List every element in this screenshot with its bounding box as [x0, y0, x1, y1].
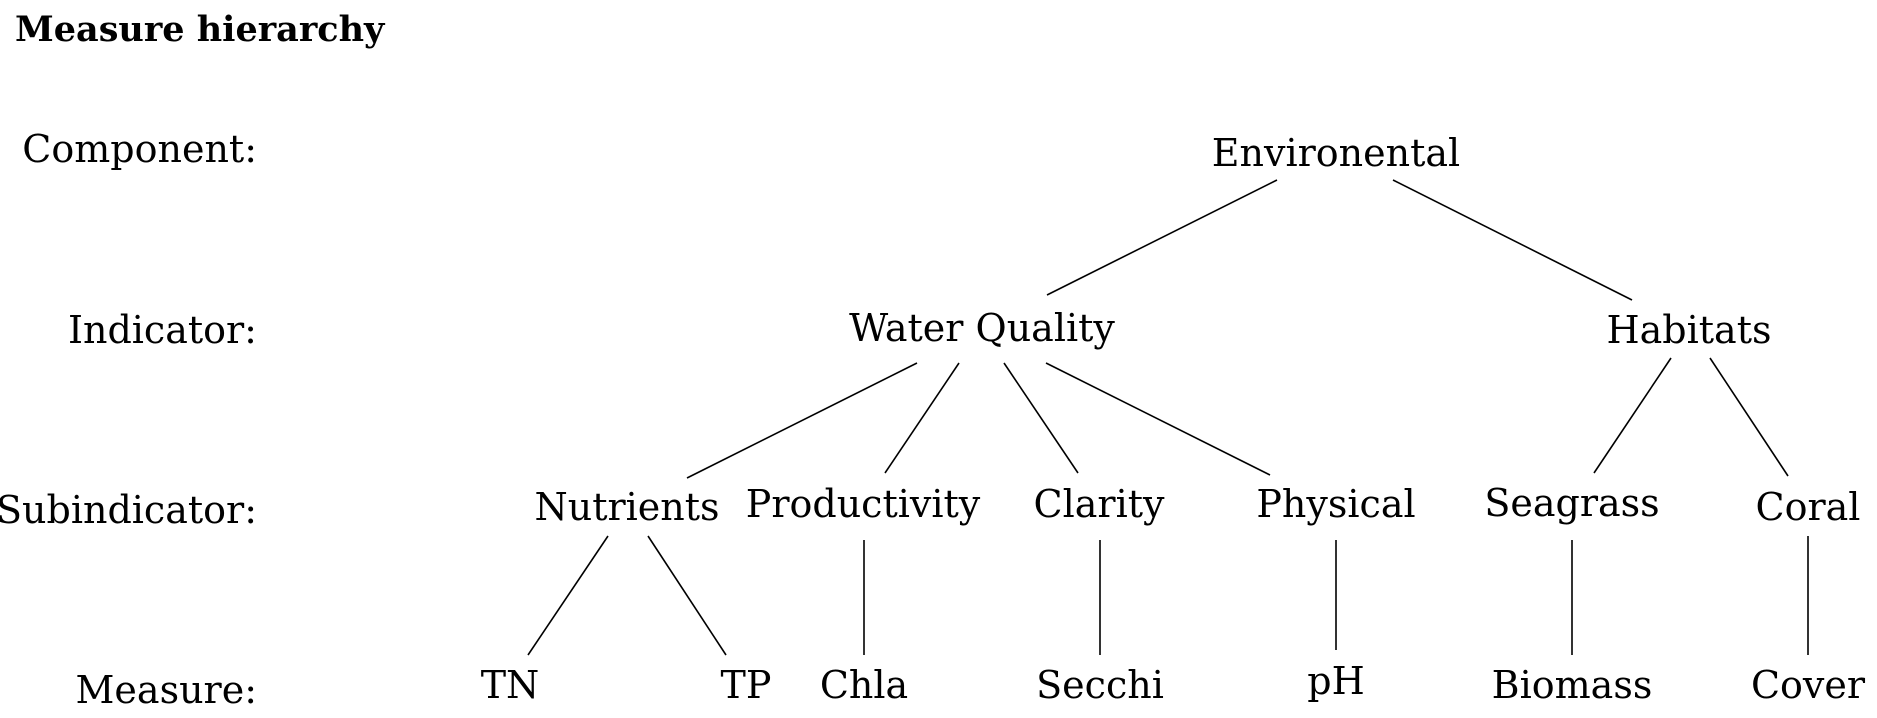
- node-tn: TN: [480, 663, 540, 707]
- edge-water-quality-physical: [1045, 362, 1271, 476]
- page-title: Measure hierarchy: [15, 9, 385, 50]
- node-secchi: Secchi: [1036, 663, 1164, 707]
- node-environental: Environental: [1211, 131, 1461, 175]
- node-coral: Coral: [1755, 485, 1861, 529]
- edge-water-quality-productivity: [884, 362, 960, 474]
- node-cover: Cover: [1750, 663, 1866, 707]
- node-chla: Chla: [819, 663, 909, 707]
- node-physical: Physical: [1256, 482, 1416, 526]
- node-ph: pH: [1307, 659, 1365, 703]
- edge-nutrients-tn: [527, 535, 609, 656]
- node-productivity: Productivity: [745, 482, 981, 526]
- level-label-indicator: Indicator:: [67, 308, 257, 352]
- node-biomass: Biomass: [1491, 663, 1653, 707]
- node-tp: TP: [720, 663, 772, 707]
- level-label-measure: Measure:: [75, 668, 257, 712]
- edge-habitats-coral: [1709, 357, 1789, 477]
- edge-water-quality-nutrients: [686, 362, 918, 479]
- edge-environmental-water-quality: [1046, 179, 1278, 296]
- node-water-quality: Water Quality: [849, 306, 1115, 350]
- edge-water-quality-clarity: [1003, 362, 1079, 474]
- node-clarity: Clarity: [1033, 482, 1165, 526]
- node-habitats: Habitats: [1606, 308, 1772, 352]
- node-nutrients: Nutrients: [534, 485, 720, 529]
- edge-environmental-habitats: [1392, 179, 1633, 301]
- node-seagrass: Seagrass: [1484, 481, 1660, 525]
- edge-nutrients-tp: [647, 535, 727, 656]
- level-label-component: Component:: [22, 127, 257, 171]
- edge-habitats-seagrass: [1593, 357, 1672, 474]
- level-label-subindicator: Subindicator:: [0, 488, 257, 532]
